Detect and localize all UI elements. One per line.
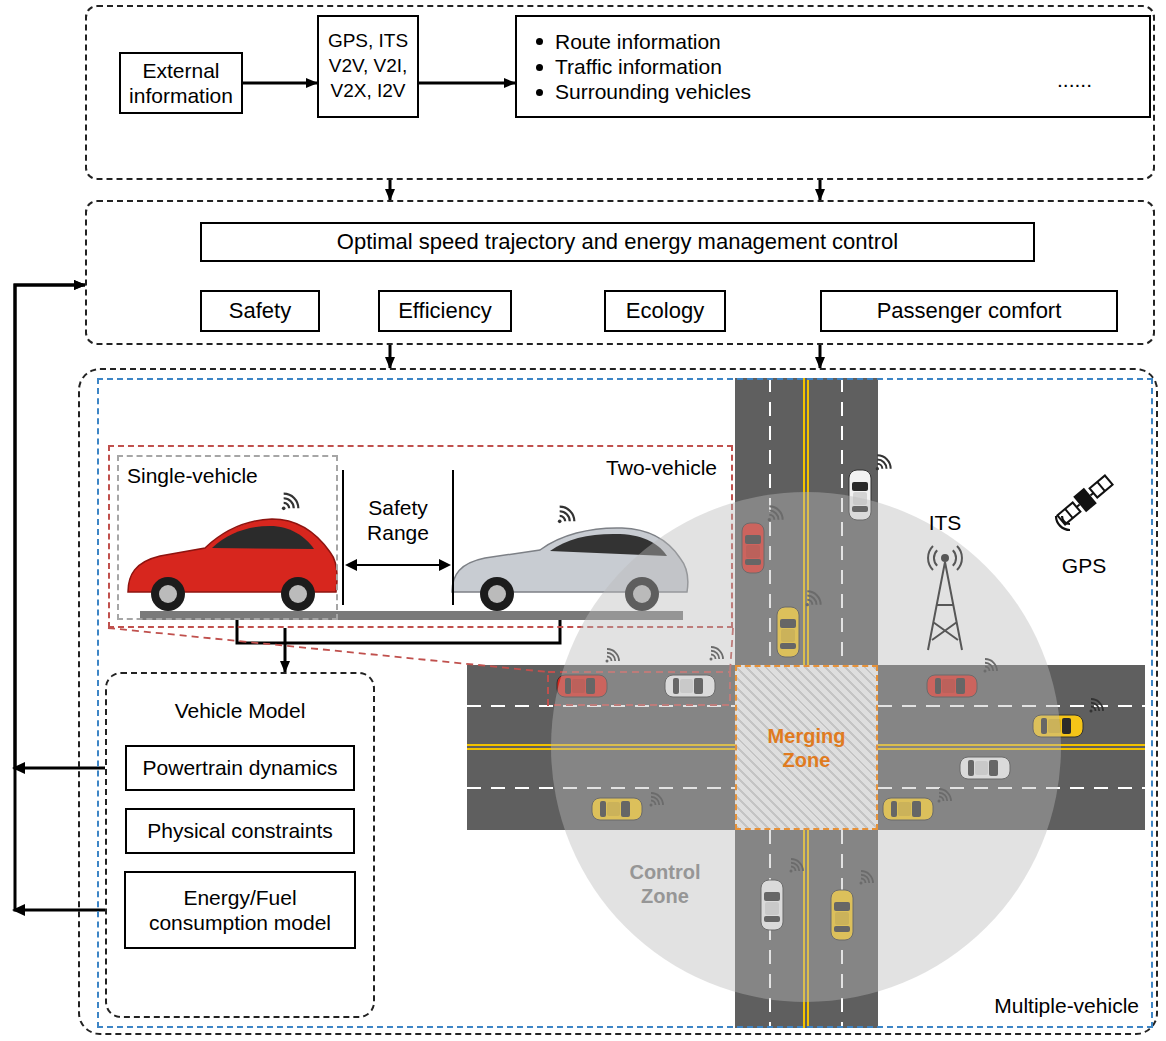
model-box: Powertrain dynamics [125,745,355,791]
bullet-item: Surrounding vehicles [533,79,751,104]
multi-vehicle-region: Multiple-vehicle Two-vehicle Single-vehicl… [97,378,1153,1028]
bullet-item: Traffic information [533,54,722,79]
box-label: Safety [229,298,291,324]
objective-box: Safety [200,290,320,332]
box-label: Passenger comfort [877,298,1062,324]
text-holder: ...... [1057,67,1092,92]
bullet-item: Route information [533,29,721,54]
merging-zone: Merging Zone [735,665,878,830]
region-label: Two-vehicle [606,455,717,480]
arrow-head [439,559,451,571]
wheel [281,577,315,611]
model-box: Physical constraints [125,808,355,854]
box-label: Physical constraints [147,818,333,843]
annotation-label: Safety Range [347,495,449,545]
vehicle-model-group: Vehicle ModelPowertrain dynamicsPhysical… [105,672,375,1018]
connector-arrow [15,285,105,910]
wireless-icon [1090,699,1104,713]
process-box: GPS, ITS V2V, V2I, V2X, I2V [317,15,419,118]
control-group: Optimal speed trajectory and energy mana… [85,200,1155,345]
control-zone-circle: Control Zone Merging Zone [551,492,1061,1002]
annotation-label: GPS [1052,553,1116,578]
wheel [151,577,185,611]
text-holder: Safety Range [347,495,449,545]
lane-line [467,378,1145,1028]
zone-label: Merging Zone [762,724,852,772]
text-holder: ITS [920,510,970,535]
box-label: Energy/Fuel consumption model [132,885,348,935]
info-list-box: Route informationTraffic informationSurr… [515,15,1151,118]
connector-arrow [15,285,105,768]
model-box: Energy/Fuel consumption model [124,871,356,949]
wireless-icon [282,494,299,511]
group-title: Vehicle Model [175,698,306,723]
connector-arrow [284,628,287,672]
range-line [452,470,454,605]
box-label: Powertrain dynamics [143,755,338,780]
arrow-head [345,559,357,571]
center-line [467,378,1145,1028]
process-box: External information [119,52,243,114]
wheel-rim [289,585,307,603]
annotation-label: ITS [920,510,970,535]
info-group: External information GPS, ITS V2V, V2I, V… [85,5,1155,180]
connector-arrow [419,82,515,85]
bullet-item: ...... [1057,67,1092,92]
connector-arrow [389,345,392,368]
box-label: Efficiency [398,298,492,324]
region-label: Multiple-vehicle [994,993,1139,1018]
scenario-group: Multiple-vehicle Two-vehicle Single-vehicl… [78,368,1158,1035]
wheel-rim [159,585,177,603]
range-line [342,470,344,605]
connector-arrow [819,345,822,368]
wireless-icon [876,455,891,470]
objective-box: Passenger comfort [820,290,1118,332]
connector-arrow [819,180,822,200]
connector-arrow [389,180,392,200]
car-window [212,526,314,549]
process-box: Optimal speed trajectory and energy mana… [200,222,1035,262]
box-label: Ecology [626,298,704,324]
box-label: External information [127,58,235,108]
region-label: Single-vehicle [127,463,258,488]
panel-lines [1065,482,1105,518]
single-vehicle-region: Single-vehicle [117,455,338,620]
connector-arrow [243,82,317,85]
range-arrow [355,564,441,566]
box-label: Optimal speed trajectory and energy mana… [337,229,898,255]
zone-label: Control Zone [620,860,710,908]
box-label: GPS, ITS V2V, V2I, V2X, I2V [322,29,414,103]
text-holder: GPS [1052,553,1116,578]
objective-box: Efficiency [378,290,512,332]
wireless-icon [558,507,575,524]
wheel [480,577,514,611]
signal-waves [1056,516,1070,530]
objective-box: Ecology [604,290,726,332]
wheel-rim [488,585,506,603]
